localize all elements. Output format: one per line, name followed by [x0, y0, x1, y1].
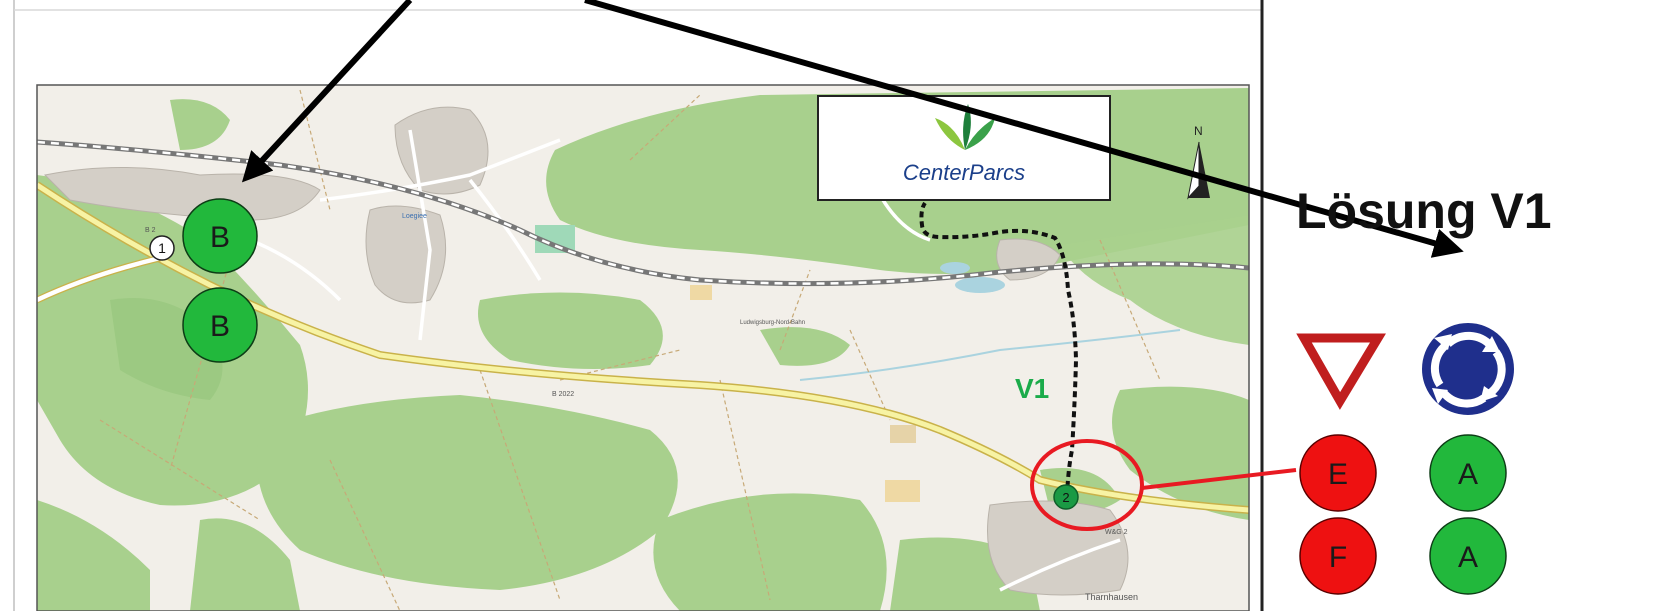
centerparcs-logo-box: CenterParcs — [817, 95, 1111, 201]
main-road — [37, 182, 1249, 513]
leaf-icon — [935, 104, 995, 150]
road-b2-label: B 2022 — [552, 391, 574, 398]
minor-roads — [249, 129, 1121, 592]
village-bottom-label: Tharnhausen — [1085, 592, 1138, 602]
road-right-label: W&G 2 — [1105, 529, 1128, 536]
roundabout-grade-1: A — [1458, 458, 1478, 491]
document-frame — [13, 0, 1264, 611]
junction-2-label: 2 — [1062, 490, 1069, 505]
left-marker-2-grade: B — [210, 310, 230, 343]
yield-grade-2: F — [1329, 541, 1347, 574]
village-top-label: Loegiee — [402, 213, 427, 220]
route-label: V1 — [1015, 373, 1049, 404]
solution-heading: Lösung V1 — [1296, 183, 1552, 239]
north-label: N — [1194, 124, 1203, 138]
roundabout-option: A A — [1420, 321, 1516, 595]
left-markers: B B — [182, 198, 258, 363]
junction-1-label: 1 — [158, 240, 166, 256]
water-features — [799, 262, 1181, 381]
junction-1-marker: 1 — [149, 235, 175, 261]
arrow-to-left-markers — [241, 0, 413, 183]
left-marker-1-grade: B — [210, 221, 230, 254]
roundabout-sign-icon — [1420, 321, 1516, 417]
route-v1 — [919, 201, 1079, 498]
junction-2-marker: 2 — [1053, 484, 1079, 510]
fields — [535, 225, 920, 502]
pointer-arrows — [241, 0, 1464, 258]
side-road-fill — [37, 255, 161, 303]
road-left-label: B 2 — [145, 227, 156, 234]
place-labels: Loegiee Tharnhausen B 2022 B 2 W&G 2 Lud… — [145, 213, 1138, 602]
logo-text: CenterParcs — [903, 160, 1025, 185]
arrow-to-options — [584, 0, 1464, 258]
highlight-junction — [1030, 439, 1297, 531]
rail-label: Ludwigsburg-Nord-Bahn — [740, 320, 805, 326]
yield-option: E F — [1296, 333, 1386, 595]
yield-grade-1: E — [1328, 458, 1348, 491]
roundabout-grade-2: A — [1458, 541, 1478, 574]
yield-sign-icon — [1296, 333, 1386, 410]
north-arrow: N — [1187, 124, 1210, 200]
